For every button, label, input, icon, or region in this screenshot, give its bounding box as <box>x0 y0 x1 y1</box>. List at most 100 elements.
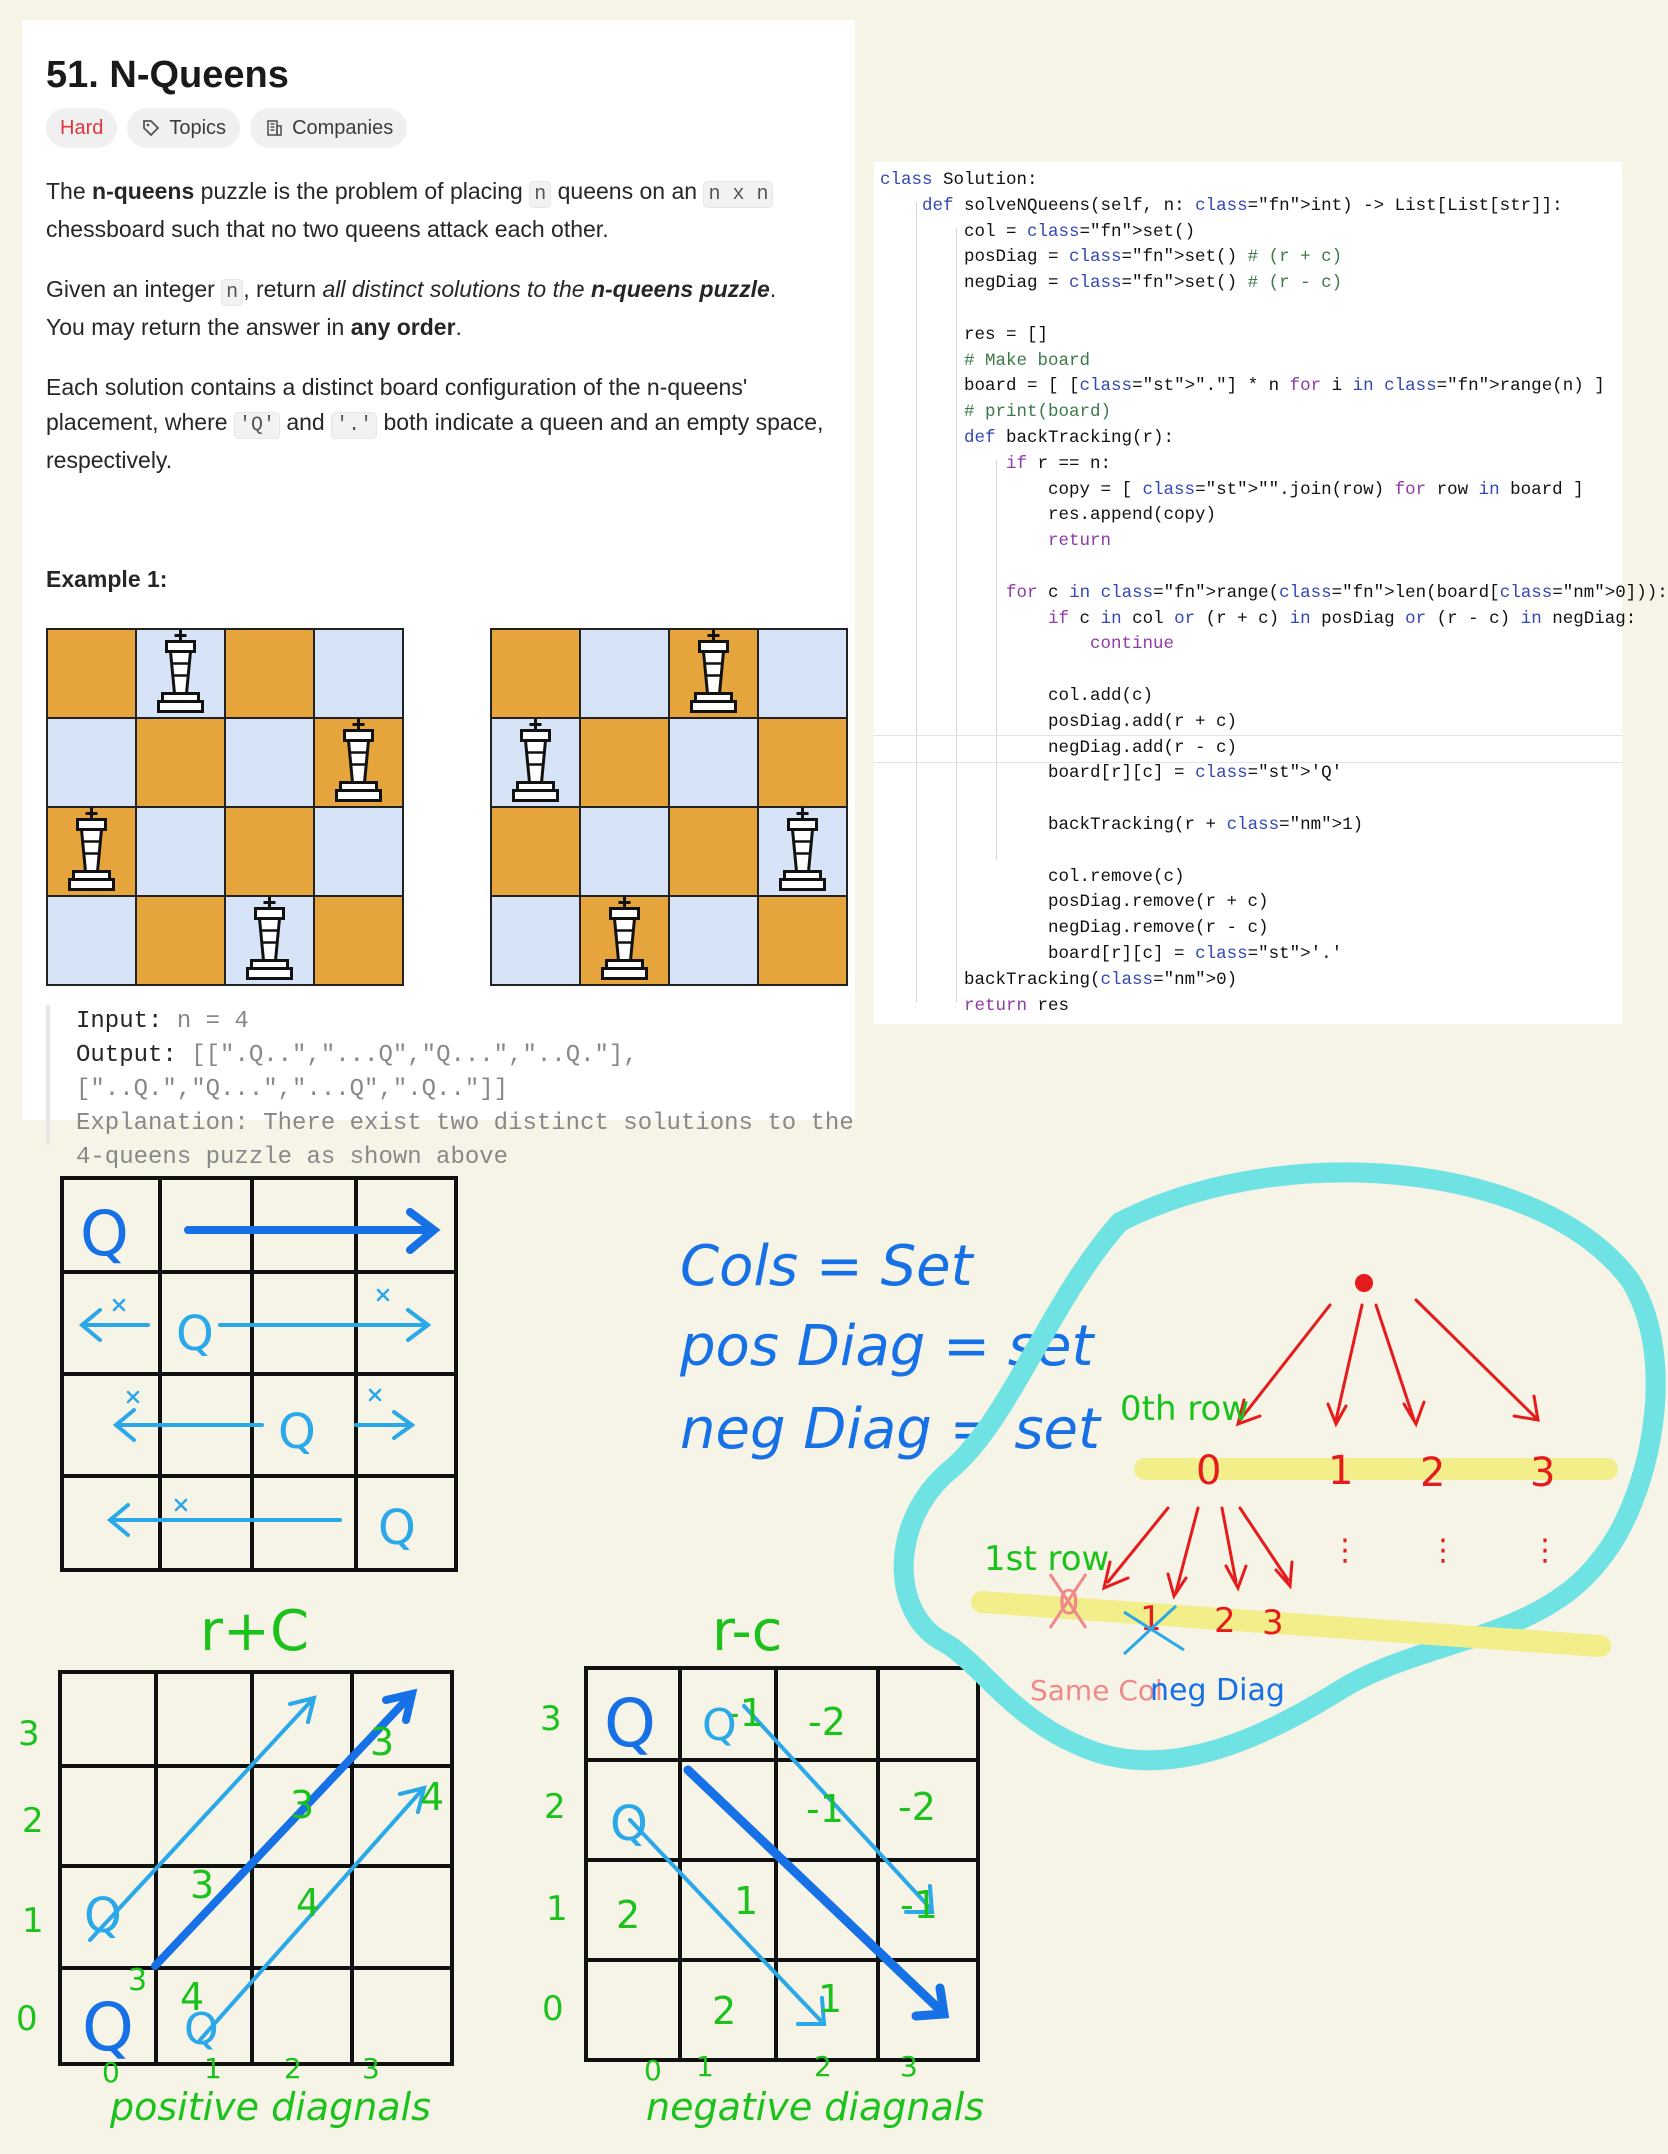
tree-boundary <box>893 1162 1666 1771</box>
svg-text:0: 0 <box>102 2056 120 2089</box>
code-line: board[r][c] = class="st">'.' <box>880 943 1343 964</box>
code-line: for c in class="fn">range(class="fn">len… <box>1006 582 1668 603</box>
example-1-title: Example 1: <box>46 566 168 592</box>
queen-piece-icon <box>335 718 382 802</box>
code-line: # Make board <box>964 350 1091 371</box>
svg-text:-1: -1 <box>900 1883 938 1927</box>
negdiag-set-note: neg Diag = set <box>680 1397 1102 1462</box>
code-line: board = [ [class="st">"."] * n for i in … <box>880 376 1605 397</box>
negative-queens: Q Q Q <box>604 1685 737 1852</box>
code-editor[interactable]: class Solution: def solveNQueens(self, n… <box>880 168 1668 1019</box>
example-board-2 <box>490 628 848 986</box>
row-1st-label: 1st row <box>984 1539 1109 1579</box>
svg-text:-2: -2 <box>808 1700 846 1744</box>
board-square <box>757 895 848 986</box>
code-line: col.add(c) <box>880 685 1154 706</box>
queen-piece-icon <box>601 896 648 980</box>
board-square <box>313 628 404 719</box>
board-square <box>490 806 581 897</box>
code-line: col = class="fn">set() <box>880 221 1196 242</box>
code-line: posDiag.add(r + c) <box>880 711 1238 732</box>
svg-text:0: 0 <box>542 1989 564 2029</box>
current-line-highlight <box>874 735 1622 763</box>
code-line: def solveNQueens(self, n: class="fn">int… <box>922 195 1563 216</box>
tree-branches <box>1101 1298 1540 1600</box>
svg-text:Q: Q <box>378 1500 416 1556</box>
tree-root <box>1355 1274 1373 1292</box>
companies-label: Companies <box>292 116 394 139</box>
negative-diagonals-grid <box>584 1666 980 2062</box>
board-square <box>668 806 759 897</box>
board-square <box>135 717 226 808</box>
board-square <box>490 628 581 719</box>
neg-diag-label: neg Diag <box>1150 1673 1285 1708</box>
code-line: res = [] <box>880 324 1049 345</box>
problem-panel: 51. N-Queens Hard Topics Companies The n… <box>22 20 855 1171</box>
tree-ellipses: ⋮⋮⋮ <box>1330 1533 1560 1568</box>
svg-text:4: 4 <box>180 1975 204 2019</box>
queen-piece-icon <box>779 807 826 891</box>
svg-text:3: 3 <box>18 1714 40 1754</box>
svg-text:3: 3 <box>362 2052 380 2085</box>
board-square <box>224 717 315 808</box>
description-paragraph-2: Given an integer n, return all distinct … <box>46 276 777 340</box>
code-line: class Solution: <box>880 170 1038 190</box>
tag-icon <box>143 120 160 137</box>
cols-set-note: Cols = Set <box>680 1234 975 1299</box>
svg-text:2: 2 <box>712 1989 736 2033</box>
companies-tag[interactable]: Companies <box>250 108 408 148</box>
code-line: backTracking(r + class="nm">1) <box>880 814 1364 835</box>
description-paragraph-3: Each solution contains a distinct board … <box>46 374 824 473</box>
code-line: continue <box>1090 634 1175 655</box>
code-line: # print(board) <box>964 402 1112 423</box>
difficulty-label: Hard <box>60 116 104 139</box>
svg-text:-2: -2 <box>898 1785 936 1829</box>
svg-text:⋮: ⋮ <box>1530 1533 1560 1568</box>
code-line: board[r][c] = class="st">'Q' <box>880 763 1343 784</box>
svg-text:0: 0 <box>16 1999 38 2039</box>
example-io-block: Input: n = 4 Output: [[".Q..","...Q","Q.… <box>46 1005 876 1171</box>
same-col-cross-mark <box>1048 1573 1088 1629</box>
board-square <box>224 628 315 719</box>
problem-title: 51. N-Queens <box>46 54 289 96</box>
board-square <box>757 628 848 719</box>
board-square <box>579 717 670 808</box>
svg-text:3: 3 <box>290 1783 314 1827</box>
topics-tag[interactable]: Topics <box>127 108 241 148</box>
attack-arrows <box>78 1208 441 1537</box>
board-square <box>46 628 137 719</box>
queen-piece-icon <box>690 629 737 713</box>
queen-piece-icon <box>68 807 115 891</box>
svg-text:4: 4 <box>296 1881 320 1925</box>
svg-text:1: 1 <box>734 1879 758 1923</box>
negative-diagonal-arrows <box>628 1704 950 2026</box>
svg-text:-1: -1 <box>806 1787 844 1831</box>
svg-text:Q: Q <box>84 1888 122 1944</box>
svg-text:2: 2 <box>544 1787 566 1827</box>
positive-queens: Q Q Q <box>82 1888 219 2066</box>
svg-text:2: 2 <box>1420 1450 1445 1496</box>
neg-diag-cross-mark <box>1122 1604 1185 1656</box>
code-line: backTracking(class="nm">0) <box>880 969 1238 990</box>
svg-text:2: 2 <box>814 2050 832 2083</box>
svg-text:2: 2 <box>1214 1601 1236 1641</box>
row-0th-label: 0th row <box>1120 1389 1249 1429</box>
code-panel: class Solution: def solveNQueens(self, n… <box>874 162 1668 1024</box>
indent-guide <box>996 460 997 860</box>
svg-text:3: 3 <box>190 1863 214 1907</box>
svg-text:Q: Q <box>604 1685 656 1762</box>
svg-text:3: 3 <box>900 2050 918 2083</box>
row1-highlight <box>971 1591 1611 1657</box>
svg-text:-1: -1 <box>726 1691 764 1735</box>
svg-text:Q: Q <box>80 1197 129 1270</box>
board-square <box>313 895 404 986</box>
difficulty-tag[interactable]: Hard <box>46 108 118 148</box>
svg-text:0: 0 <box>644 2054 662 2087</box>
svg-text:1: 1 <box>1328 1448 1353 1494</box>
code-line: if c in col or (r + c) in posDiag or (r … <box>1048 608 1637 629</box>
attack-grid <box>60 1176 458 1572</box>
svg-text:Q: Q <box>176 1306 214 1362</box>
